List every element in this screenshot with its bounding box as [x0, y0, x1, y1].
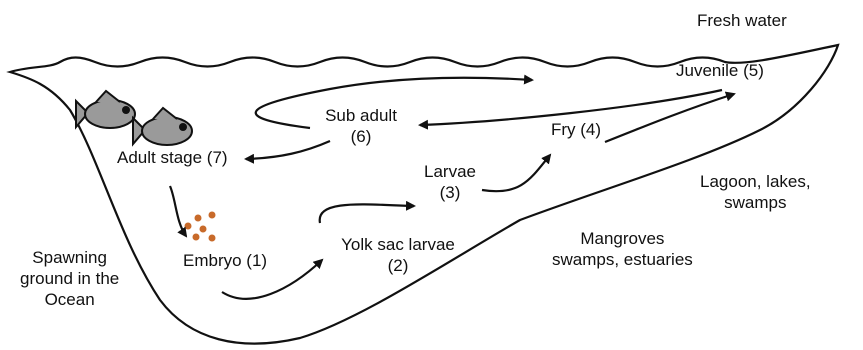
- label-ocean: Spawning ground in the Ocean: [20, 247, 119, 310]
- fish-icon: [76, 91, 135, 128]
- fish-icon: [133, 108, 192, 145]
- label-sub-adult-line2: (6): [325, 126, 397, 147]
- label-mangroves: Mangroves swamps, estuaries: [552, 228, 693, 270]
- label-sub-adult-line1: Sub adult: [325, 105, 397, 126]
- arrow-larvae-to-fry: [482, 155, 550, 191]
- label-lagoon: Lagoon, lakes, swamps: [700, 171, 811, 213]
- arrow-subadult-to-adult: [246, 141, 330, 159]
- label-lagoon-line1: Lagoon, lakes,: [700, 171, 811, 192]
- label-larvae-line1: Larvae: [424, 161, 476, 182]
- arrow-fry-to-juvenile: [605, 94, 734, 142]
- label-fresh-water: Fresh water: [697, 10, 787, 31]
- label-adult-stage: Adult stage (7): [117, 147, 228, 168]
- arrow-yolksac-to-larvae: [320, 204, 414, 223]
- label-ocean-line1: Spawning: [20, 247, 119, 268]
- label-embryo: Embryo (1): [183, 250, 267, 271]
- label-juvenile: Juvenile (5): [676, 60, 764, 81]
- label-lagoon-line2: swamps: [700, 192, 811, 213]
- label-ocean-line2: ground in the: [20, 268, 119, 289]
- egg-cluster-icon: [185, 212, 216, 242]
- arrow-adult-to-embryo: [170, 186, 186, 236]
- label-yolk-sac-line2: (2): [341, 255, 455, 276]
- label-yolk-sac-larvae: Yolk sac larvae (2): [341, 234, 455, 276]
- label-larvae-line2: (3): [424, 182, 476, 203]
- label-mangroves-line2: swamps, estuaries: [552, 249, 693, 270]
- label-sub-adult: Sub adult (6): [325, 105, 397, 147]
- label-fry: Fry (4): [551, 119, 601, 140]
- label-ocean-line3: Ocean: [20, 289, 119, 310]
- label-larvae: Larvae (3): [424, 161, 476, 203]
- label-yolk-sac-line1: Yolk sac larvae: [341, 234, 455, 255]
- label-mangroves-line1: Mangroves: [552, 228, 693, 249]
